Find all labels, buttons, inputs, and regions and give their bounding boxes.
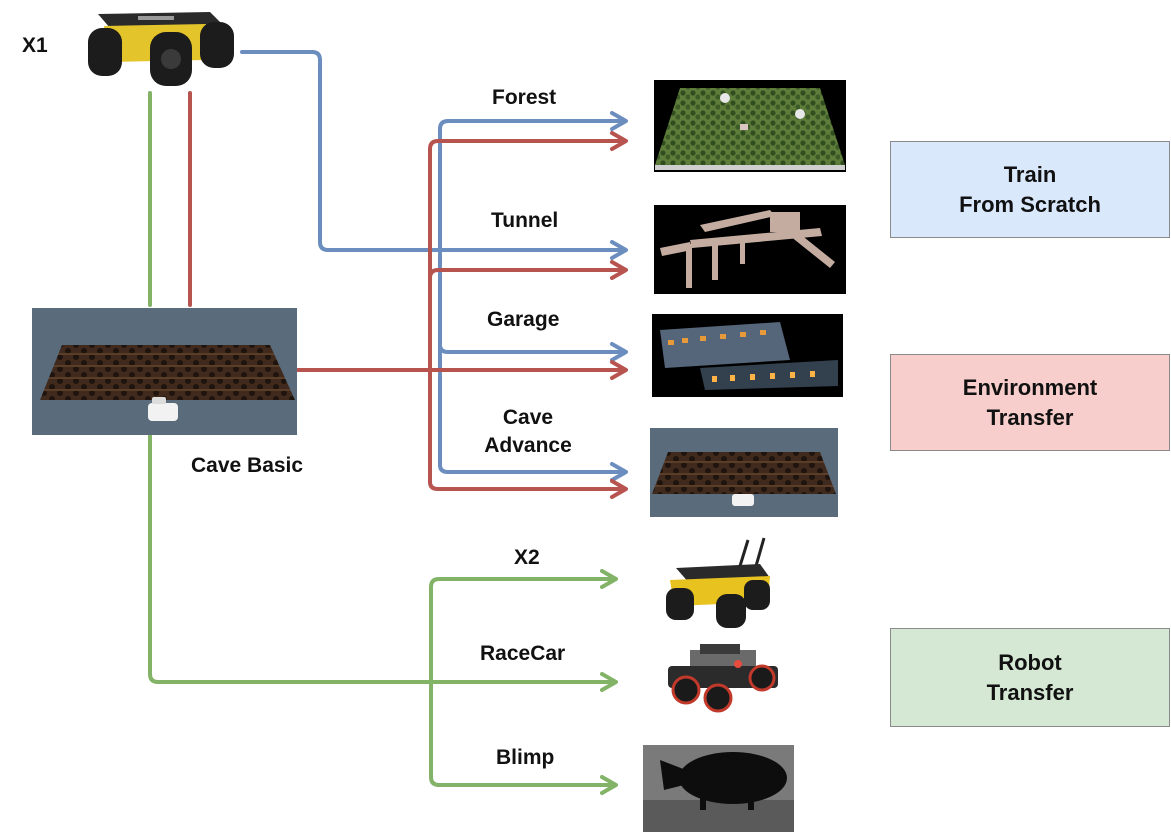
arrow-forest-blue: [610, 111, 628, 131]
garage-environment-image: [652, 314, 843, 397]
x1-robot-icon: [88, 12, 234, 86]
racecar-label: RaceCar: [480, 642, 566, 665]
arrow-garage-blue: [610, 342, 628, 362]
red-line-to-tunnel: [428, 268, 626, 280]
blimp-robot-icon: [643, 745, 794, 832]
cave-advance-label-line2: Advance: [484, 434, 572, 457]
x2-robot-icon: [666, 537, 770, 628]
legend-robot-line1: Robot: [998, 649, 1062, 675]
arrow-heads: [600, 111, 628, 795]
arrow-forest-red: [610, 131, 628, 151]
red-line-to-forest-and-cave-advance: [428, 139, 626, 491]
racecar-robot-icon: [668, 644, 778, 713]
green-line-cave-basic-to-racecar: [148, 434, 616, 684]
tunnel-environment-image: [654, 205, 846, 294]
cave-advance-label-line1: Cave: [502, 406, 554, 429]
blue-line-to-garage: [438, 343, 626, 354]
x2-label: X2: [514, 546, 540, 569]
garage-label: Garage: [487, 308, 560, 331]
blue-line-x1-to-tunnel: [240, 50, 626, 252]
x1-label: X1: [22, 34, 48, 57]
cave-advance-environment-image: [650, 428, 838, 517]
arrow-tunnel-red: [610, 260, 628, 280]
cave-basic-label: Cave Basic: [191, 454, 304, 477]
legend-train-line2: From Scratch: [959, 191, 1101, 217]
forest-environment-image: [654, 80, 846, 172]
legend-train-line1: Train: [1003, 161, 1057, 187]
cave-basic-environment-image: [32, 308, 297, 435]
legend-train-from-scratch: Train From Scratch: [890, 141, 1170, 238]
blimp-label: Blimp: [496, 746, 555, 769]
arrow-x2-green: [600, 569, 618, 589]
tunnel-label: Tunnel: [491, 209, 559, 232]
arrow-cave-advance-blue: [610, 462, 628, 482]
legend-env-line2: Transfer: [986, 404, 1074, 430]
arrow-racecar-green: [600, 672, 618, 692]
legend-robot-transfer: Robot Transfer: [890, 628, 1170, 727]
blue-line-to-forest: [438, 119, 626, 474]
legend-environment-transfer: Environment Transfer: [890, 354, 1170, 451]
connectors: [148, 50, 626, 787]
arrow-cave-advance-red: [610, 479, 628, 499]
green-line-to-x2-and-blimp: [429, 577, 616, 787]
legend-robot-line2: Transfer: [986, 679, 1074, 705]
arrow-blimp-green: [600, 775, 618, 795]
legend-env-line1: Environment: [962, 374, 1098, 400]
forest-label: Forest: [492, 86, 557, 109]
arrow-garage-red: [610, 360, 628, 380]
cave-advance-label: Cave Advance: [470, 404, 586, 460]
arrow-tunnel-blue: [610, 240, 628, 260]
